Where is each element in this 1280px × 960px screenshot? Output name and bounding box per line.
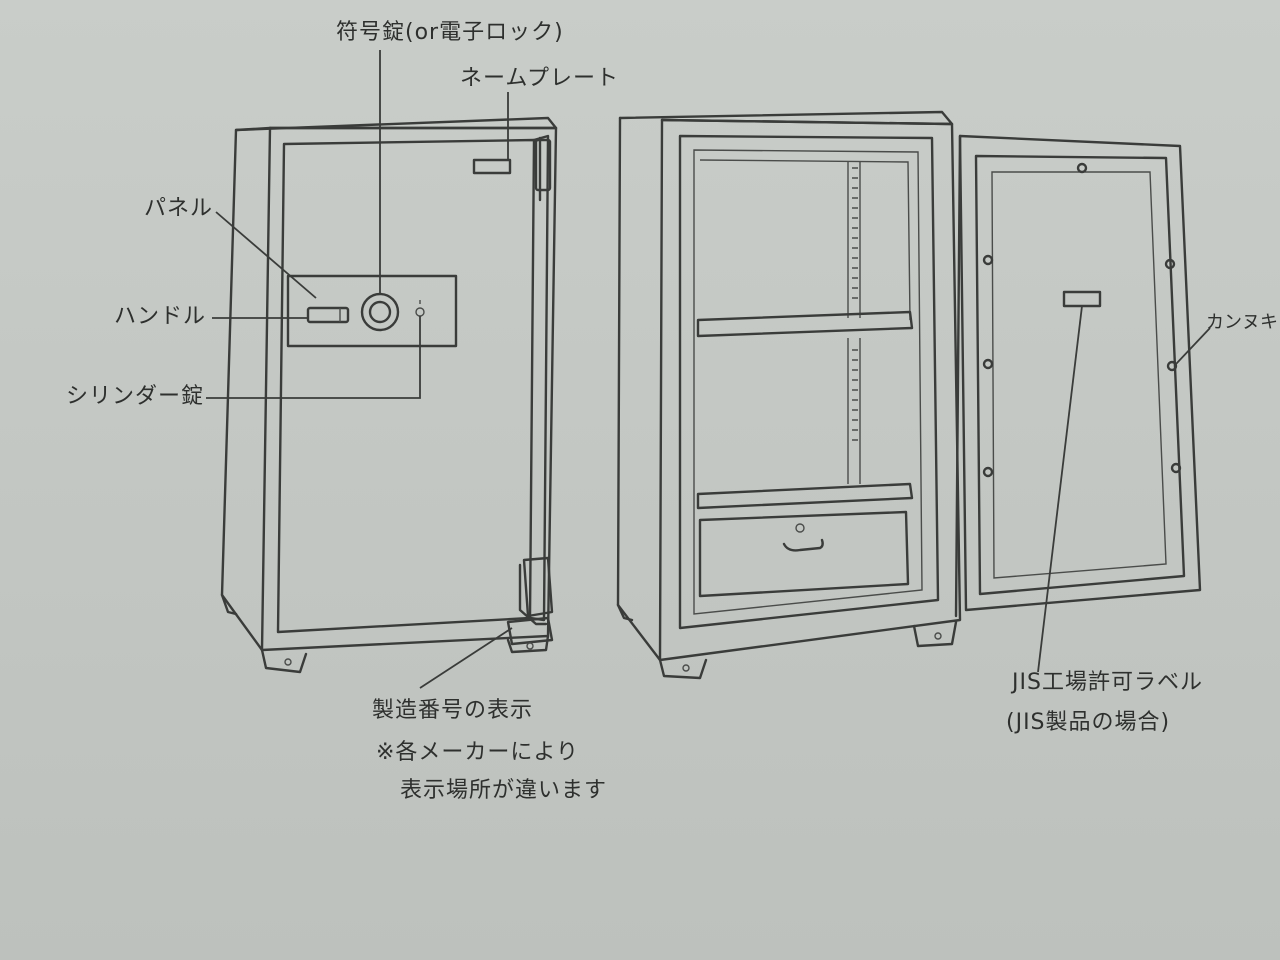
- door-bolt-left-2: [982, 358, 994, 370]
- open-foot-left-bolt: [682, 664, 690, 672]
- note-line2: 表示場所が違います: [400, 778, 608, 803]
- open-door-hinge-edge: [954, 134, 962, 618]
- bolt-label: カンヌキ: [1206, 312, 1278, 333]
- rail-notches-upper: [852, 167, 858, 299]
- closed-foot-right: [506, 634, 550, 654]
- handle-label: ハンドル: [114, 304, 207, 329]
- lower-hinge: [522, 556, 554, 618]
- note-line1: ※各メーカーにより: [376, 740, 579, 765]
- leader-panel: [215, 211, 317, 299]
- lock-panel: [286, 274, 458, 348]
- upper-hinge: [534, 138, 552, 192]
- combination-lock-label: 符号錠(or電子ロック): [336, 20, 564, 45]
- combination-dial: [360, 292, 400, 332]
- open-foot-right-bolt: [934, 632, 942, 640]
- panel-label: パネル: [144, 196, 214, 221]
- open-door: [958, 134, 1202, 612]
- closed-foot-left: [260, 648, 308, 674]
- name-plate: [472, 158, 512, 175]
- combination-dial-inner: [368, 300, 392, 324]
- interior-back-top: [699, 159, 911, 321]
- closed-safe: [220, 116, 558, 674]
- rail-notches-lower: [852, 349, 858, 441]
- open-door-inner-panel: [991, 171, 1167, 579]
- serial-plate: [506, 616, 554, 646]
- closed-safe-front: [260, 126, 558, 652]
- closed-safe-leaders: [206, 50, 513, 689]
- open-foot-back: [616, 603, 634, 622]
- serial-number-label: 製造番号の表示: [372, 698, 534, 723]
- closed-safe-door: [276, 138, 536, 634]
- closed-foot-left-bolt: [284, 658, 292, 666]
- open-safe-interior: [693, 149, 923, 615]
- door-bolt-left-3: [982, 466, 994, 478]
- door-bolt-right-3: [1170, 462, 1182, 474]
- open-safe-opening: [678, 134, 940, 630]
- cylinder-keyhole: [415, 307, 425, 317]
- shelf-upper: [696, 310, 914, 338]
- closed-safe-side: [220, 126, 272, 652]
- open-door-inner-frame: [974, 154, 1186, 596]
- open-safe-leaders: [1037, 305, 1211, 673]
- door-bolt-right-1: [1164, 258, 1176, 270]
- jis-label-line1: JIS工場許可ラベル: [1012, 670, 1203, 695]
- open-foot-right: [912, 620, 958, 648]
- safe-handle: [306, 306, 350, 324]
- drawer-handle: [782, 538, 824, 552]
- jis-label-line2: (JIS製品の場合): [1006, 710, 1171, 735]
- leader-serial-number: [419, 627, 513, 689]
- leader-bolt: [1175, 327, 1211, 365]
- open-foot-left: [658, 658, 708, 680]
- leader-cylinder-lock: [206, 316, 421, 399]
- jis-label-plate: [1062, 290, 1102, 308]
- drawer-keyhole: [795, 523, 805, 533]
- name-plate-label: ネームプレート: [460, 66, 620, 91]
- closed-foot-back: [220, 593, 238, 616]
- open-safe-front: [658, 118, 962, 662]
- door-bolt-right-2: [1166, 360, 1178, 372]
- leader-jis-label: [1037, 305, 1083, 673]
- closed-foot-right-bolt: [526, 642, 534, 650]
- drawer: [698, 510, 910, 598]
- open-safe-side: [616, 116, 664, 662]
- door-bolt-left-1: [982, 254, 994, 266]
- open-safe: [616, 110, 1202, 680]
- lower-hinge-arm: [518, 563, 548, 626]
- cylinder-lock-label: シリンダー錠: [66, 384, 205, 409]
- shelf-lower: [696, 482, 914, 510]
- door-bolt-top: [1076, 162, 1088, 174]
